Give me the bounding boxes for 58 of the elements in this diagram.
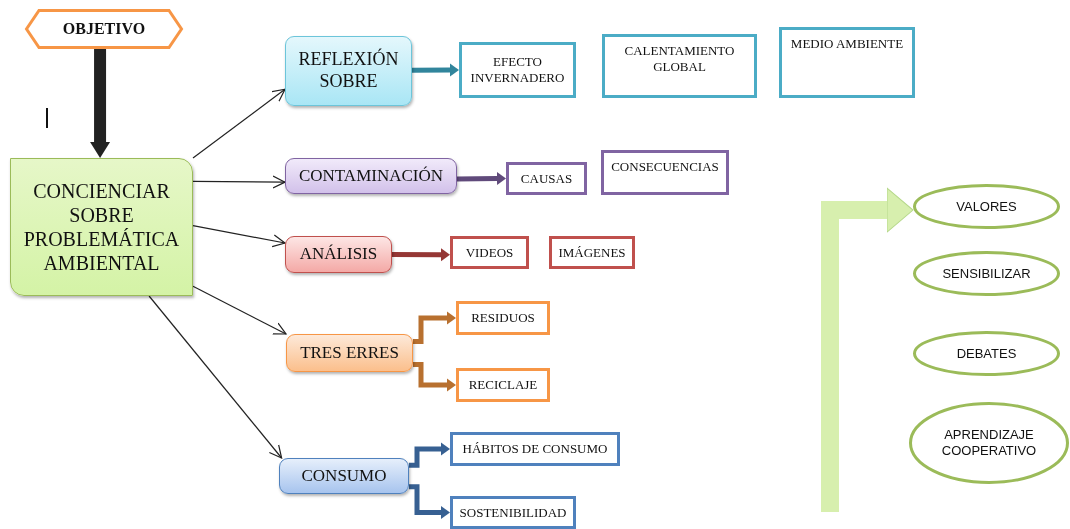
block-arrow [409,484,450,519]
idea-ellipse [913,331,1060,376]
node-label: TRES ERRES [300,342,399,364]
subtopic-box [779,27,915,98]
node-label: CONSUMO [301,465,387,487]
arrow [192,88,286,159]
bent-block-arrow [821,187,914,512]
node-label: IMÁGENES [558,244,626,261]
subtopic-box [602,34,757,98]
block-arrow [409,442,450,468]
node-label: CONCIENCIAR SOBRE PROBLEMÁTICA AMBIENTAL [22,179,181,275]
node-label: REFLEXIÓN SOBRE [297,49,400,93]
node-label: SENSIBILIZAR [942,265,1031,282]
main-idea-box [10,158,193,296]
topic-box [279,458,409,494]
node-label: EFECTO INVERNADERO [469,54,566,86]
node-label: RESIDUOS [471,310,535,326]
node-label: CALENTAMIENTO GLOBAL [623,43,736,75]
topic-box [285,236,392,273]
idea-ellipse [909,402,1069,484]
node-label: APRENDIZAJE COOPERATIVO [940,427,1038,459]
subtopic-box [456,301,550,335]
subtopic-box [450,236,529,269]
idea-ellipse [913,251,1060,296]
subtopic-box [506,162,587,195]
idea-ellipse [913,184,1060,229]
thick-arrow [90,49,111,158]
node-label: CAUSAS [520,170,573,187]
arrow [148,295,283,459]
block-arrow [413,311,456,345]
node-label: VALORES [956,198,1017,215]
subtopic-box [549,236,635,269]
topic-box [286,334,413,372]
subtopic-box [450,496,576,529]
node-label: MEDIO AMBIENTE [790,36,904,52]
node-label: DEBATES [956,345,1017,362]
node-label: CONSECUENCIAS [611,159,719,175]
block-arrow [457,172,506,186]
arrow [192,225,286,248]
node-label: VIDEOS [465,244,514,261]
subtopic-box [450,432,620,466]
node-label: RECICLAJE [468,377,538,393]
topic-box [285,158,457,194]
hexagon-label-box [25,9,183,49]
node-label: SOSTENIBILIDAD [459,504,567,521]
subtopic-box [601,150,729,195]
subtopic-box [459,42,576,98]
arrow [192,285,287,335]
node-label: OBJETIVO [62,19,146,39]
block-arrow [412,63,459,77]
arrow [192,175,286,189]
subtopic-box [456,368,550,402]
block-arrow [392,248,450,262]
node-label: ANÁLISIS [299,244,378,265]
block-arrow [413,361,456,392]
node-label: CONTAMINACIÓN [298,165,444,187]
topic-box [285,36,412,106]
node-label: HÁBITOS DE CONSUMO [462,441,608,457]
